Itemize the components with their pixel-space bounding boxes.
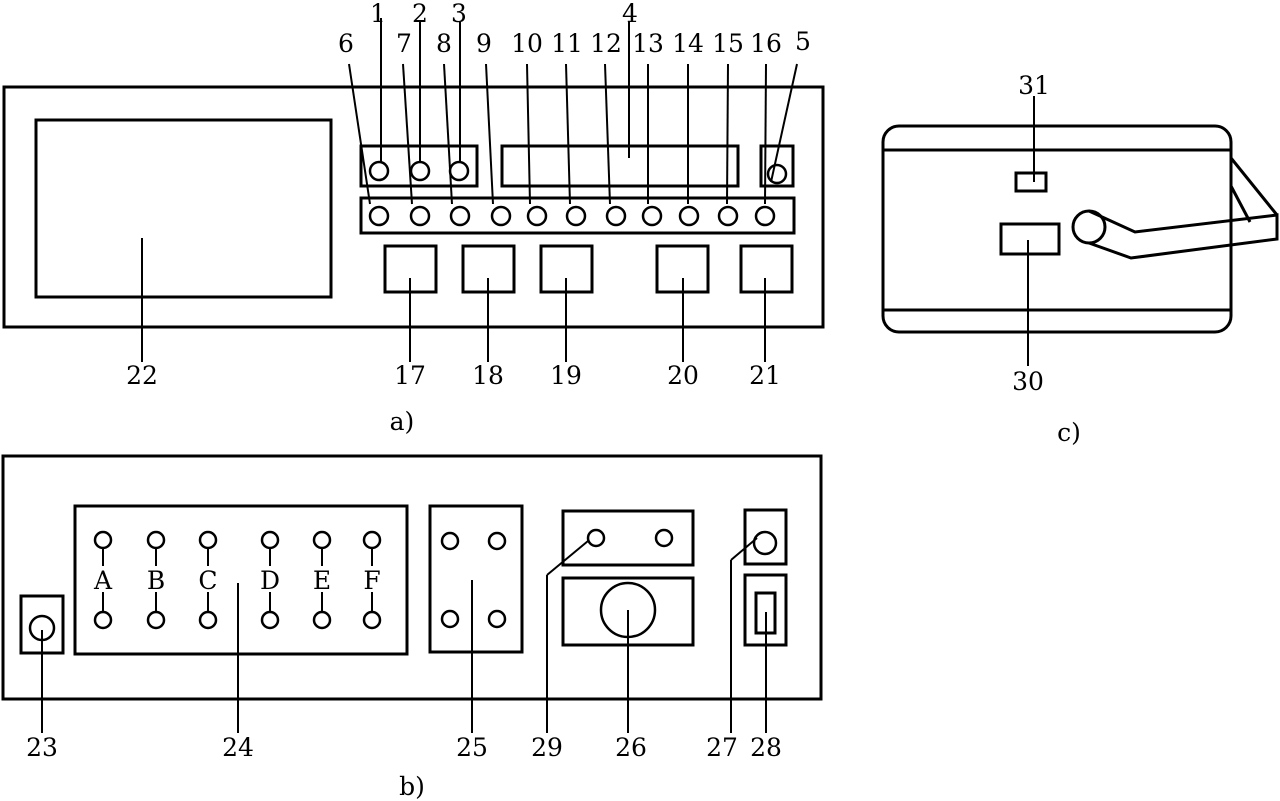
socket-29b — [654, 528, 674, 548]
caption-c: c) — [1057, 418, 1081, 447]
label-29: 29 — [531, 733, 563, 762]
terminal-letter-e: E — [313, 566, 331, 595]
label-27: 27 — [706, 733, 738, 762]
terminal-top-c — [198, 530, 218, 550]
knob-15 — [717, 205, 739, 227]
socket-25b — [487, 531, 507, 551]
carry-handle — [1088, 209, 1279, 260]
knob-9 — [490, 205, 512, 227]
socket-27-box — [743, 508, 788, 566]
terminal-letter-c: C — [198, 566, 217, 595]
rear-panel: A B C D E F 23 24 — [1, 454, 823, 801]
terminal-letter-b: B — [147, 566, 165, 595]
label-2: 2 — [412, 0, 428, 28]
socket-block-29 — [561, 509, 695, 567]
front-panel: 1 2 3 4 5 6 7 8 9 10 11 12 13 14 15 16 2… — [2, 0, 825, 436]
label-22: 22 — [126, 361, 158, 390]
socket-29a — [586, 528, 606, 548]
label-23: 23 — [26, 733, 58, 762]
label-17: 17 — [394, 361, 426, 390]
label-15: 15 — [712, 29, 744, 58]
knob-row-box — [359, 196, 796, 235]
label-28: 28 — [750, 733, 782, 762]
knob-2 — [409, 160, 431, 182]
terminal-bottom-e — [312, 610, 332, 630]
knob-11 — [565, 205, 587, 227]
knob-1 — [368, 160, 390, 182]
knob-13 — [641, 205, 663, 227]
terminal-bottom-c — [198, 610, 218, 630]
rear-panel-outline — [1, 454, 823, 701]
rear-leaders — [41, 537, 767, 733]
label-21: 21 — [749, 361, 781, 390]
label-31: 31 — [1018, 71, 1050, 100]
label-10: 10 — [511, 29, 543, 58]
label-14: 14 — [672, 29, 704, 58]
knob-16 — [754, 205, 776, 227]
terminal-letter-d: D — [260, 566, 280, 595]
terminal-letter-f: F — [363, 566, 380, 595]
caption-b: b) — [399, 772, 425, 801]
socket-block-25 — [428, 504, 524, 654]
terminal-bottom-d — [260, 610, 280, 630]
side-body — [881, 124, 1233, 334]
caption-a: a) — [390, 407, 415, 436]
label-26: 26 — [615, 733, 647, 762]
terminal-bottom-f — [362, 610, 382, 630]
knob-6 — [368, 205, 390, 227]
socket-25c — [440, 609, 460, 629]
label-18: 18 — [472, 361, 504, 390]
terminal-top-e — [312, 530, 332, 550]
terminal-letter-a: A — [93, 566, 113, 595]
label-4: 4 — [622, 0, 638, 28]
knob-10 — [526, 205, 548, 227]
terminal-bottom-a — [93, 610, 113, 630]
label-3: 3 — [451, 0, 467, 28]
knob-8 — [449, 205, 471, 227]
label-30: 30 — [1012, 367, 1044, 396]
label-8: 8 — [436, 29, 452, 58]
knob-row — [368, 205, 776, 227]
label-24: 24 — [222, 733, 254, 762]
knob-5-box — [759, 144, 795, 188]
terminal-top-f — [362, 530, 382, 550]
label-9: 9 — [476, 29, 492, 58]
label-12: 12 — [590, 29, 622, 58]
label-7: 7 — [396, 29, 412, 58]
label-20: 20 — [667, 361, 699, 390]
terminal-top-a — [93, 530, 113, 550]
label-1: 1 — [370, 0, 386, 28]
connector-30 — [999, 222, 1061, 256]
knob-14 — [678, 205, 700, 227]
knob-3 — [448, 160, 470, 182]
label-16: 16 — [750, 29, 782, 58]
label-6: 6 — [338, 29, 354, 58]
socket-25d — [487, 609, 507, 629]
socket-25a — [440, 531, 460, 551]
side-view: 31 30 c) — [881, 71, 1279, 447]
display-screen — [34, 118, 333, 299]
label-19: 19 — [550, 361, 582, 390]
terminal-block — [73, 504, 409, 656]
knob-12 — [605, 205, 627, 227]
button-21 — [739, 244, 794, 294]
connector-31 — [1014, 171, 1048, 193]
socket-27 — [752, 530, 778, 556]
front-panel-outline — [2, 85, 825, 329]
terminal-pairs: A B C D E F — [93, 530, 382, 630]
label-5: 5 — [795, 27, 811, 56]
knob-7 — [409, 205, 431, 227]
front-leaders — [141, 18, 798, 362]
label-13: 13 — [632, 29, 664, 58]
label-25: 25 — [456, 733, 488, 762]
digital-readout — [500, 144, 740, 188]
terminal-top-d — [260, 530, 280, 550]
terminal-bottom-b — [146, 610, 166, 630]
label-11: 11 — [551, 29, 583, 58]
terminal-top-b — [146, 530, 166, 550]
